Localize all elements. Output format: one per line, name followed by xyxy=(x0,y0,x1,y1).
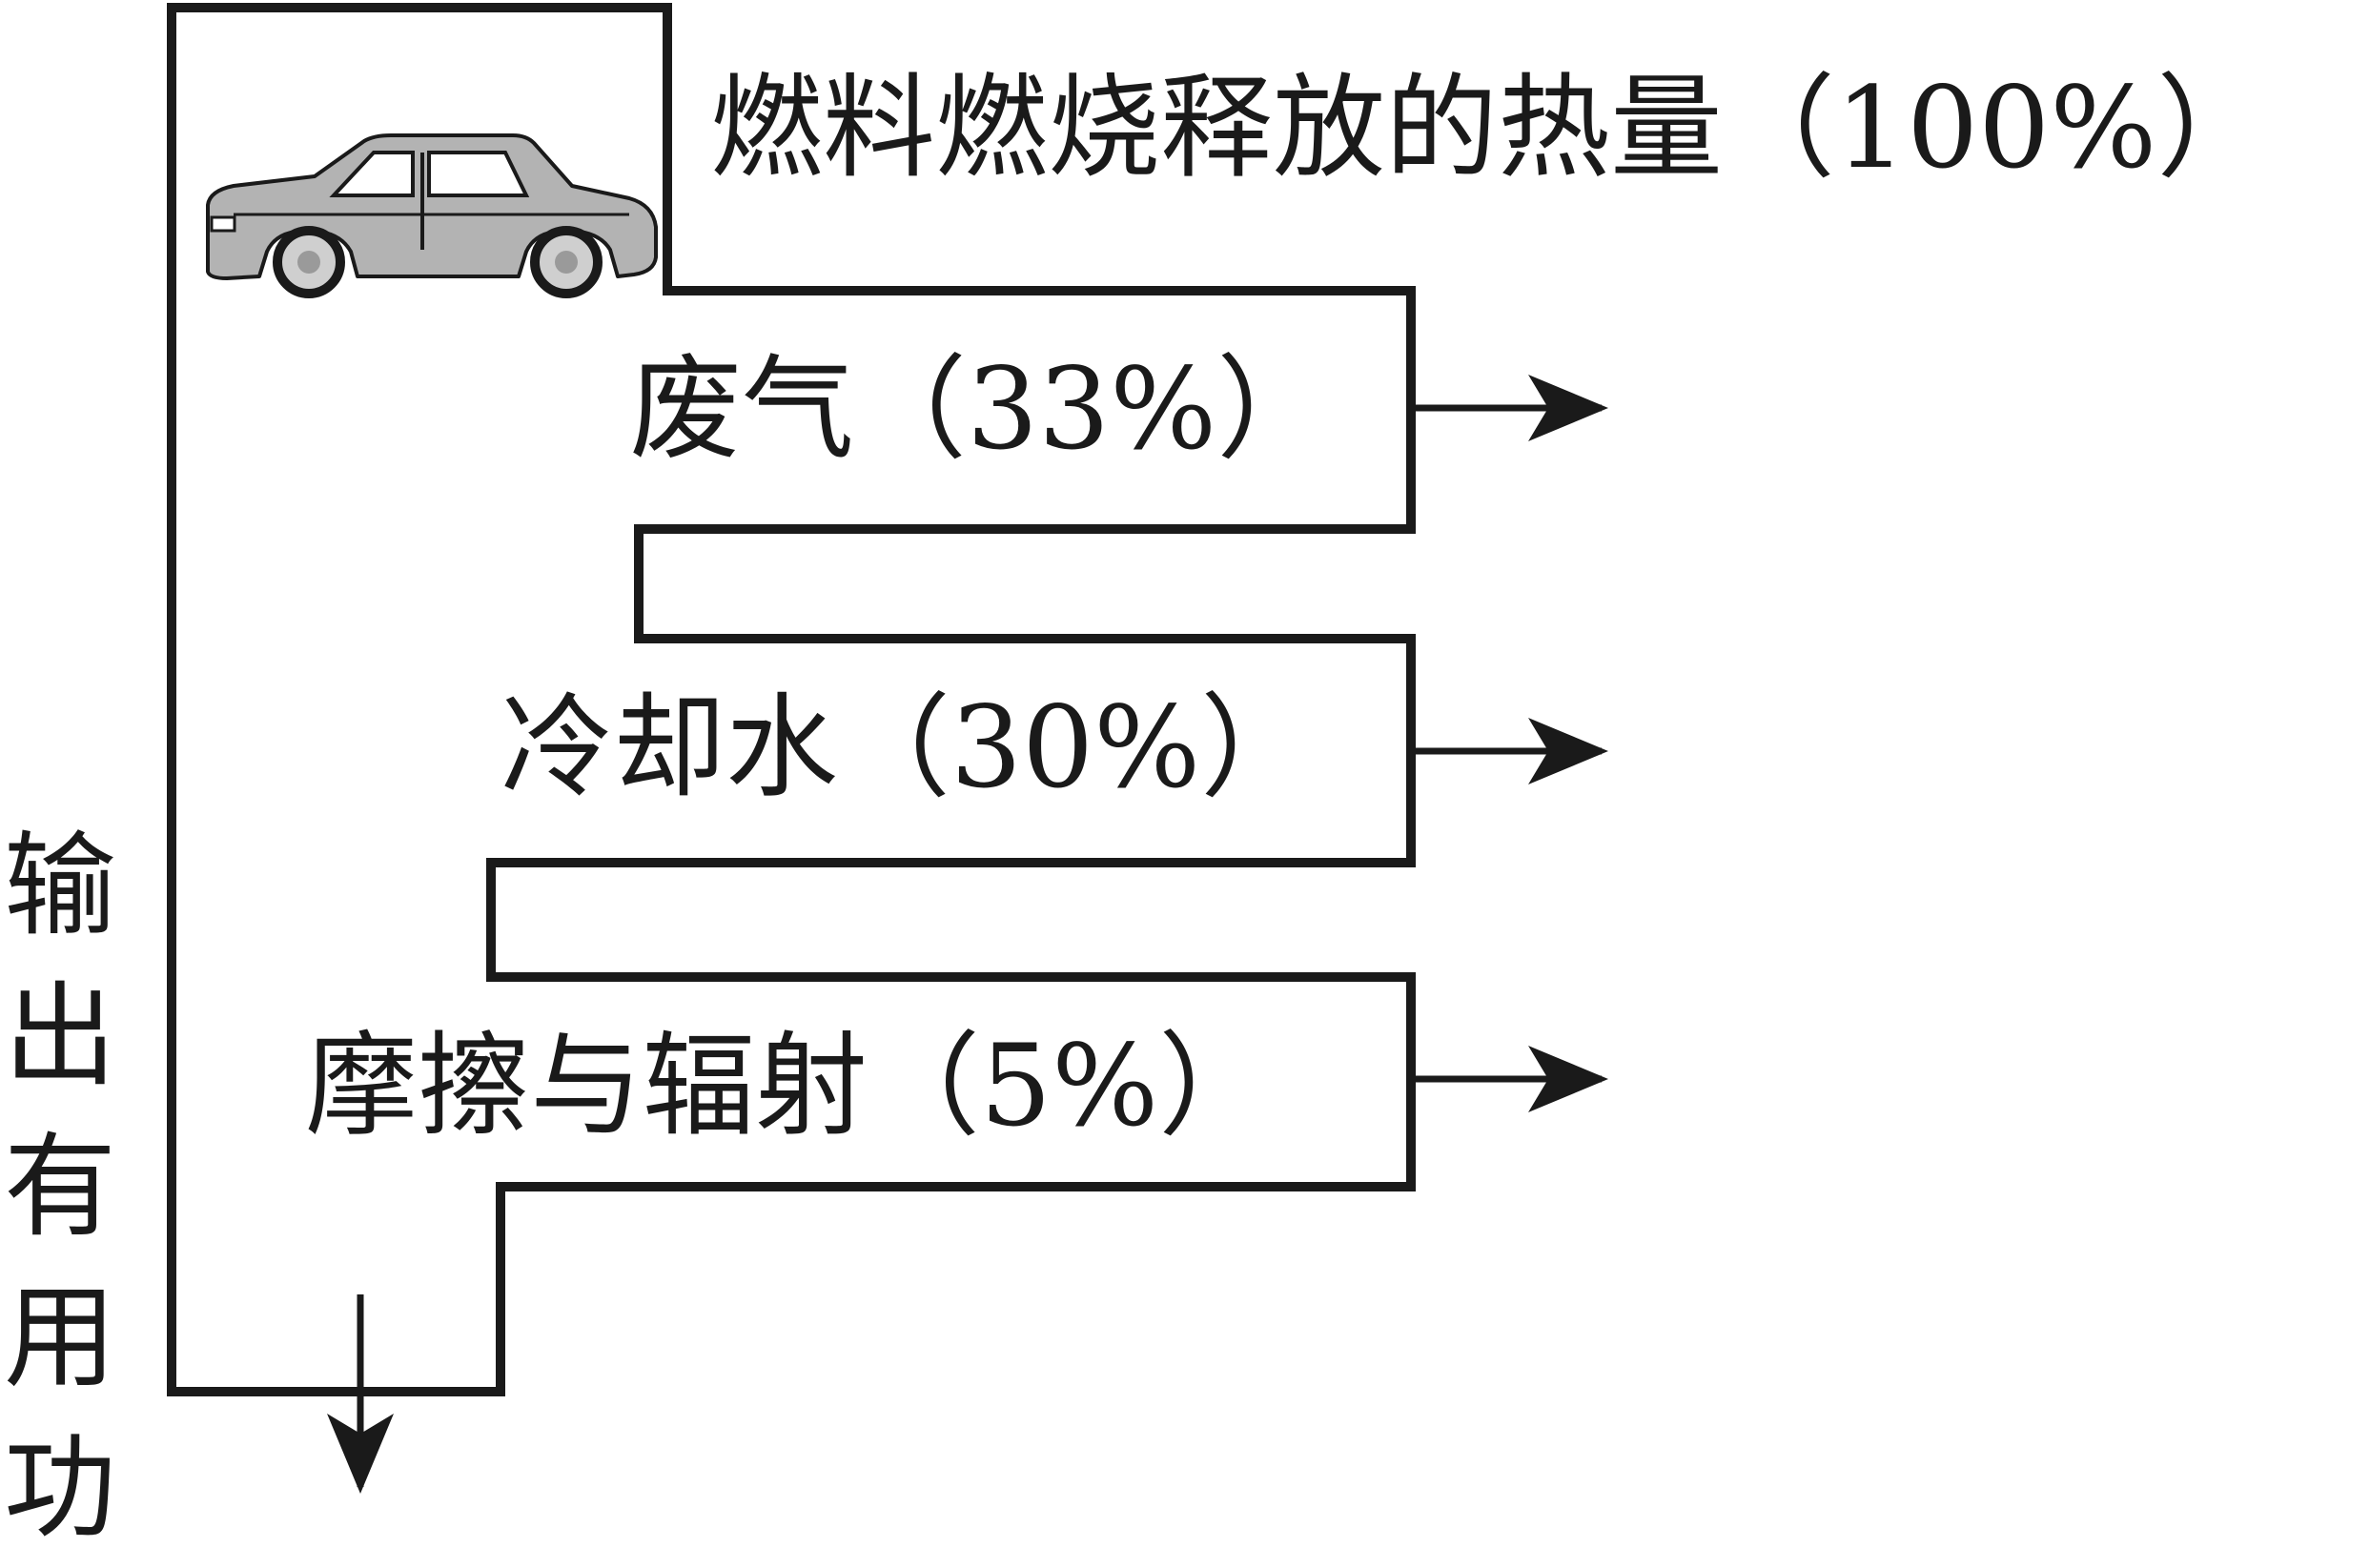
car-front-hub xyxy=(297,251,320,274)
useful-work-char: 出 xyxy=(4,970,116,1102)
exhaust-label: 废气（33%） xyxy=(629,343,1329,475)
car-icon xyxy=(206,133,658,298)
friction-radiation-label: 摩擦与辐射（5%） xyxy=(305,1020,1271,1151)
total-heat-label: 燃料燃烧释放的热量（100%） xyxy=(710,62,2269,193)
energy-flow-outline xyxy=(167,3,1416,1396)
useful-work-label: 输 出 有 用 功 xyxy=(4,820,116,1554)
useful-work-char: 输 xyxy=(4,820,116,951)
cooling-water-label: 冷却水（30%） xyxy=(501,682,1313,813)
car-rear-hub xyxy=(555,251,578,274)
useful-work-char: 功 xyxy=(4,1422,116,1554)
car-rear-window xyxy=(427,151,530,197)
useful-work-char: 用 xyxy=(4,1272,116,1403)
car-front-window xyxy=(329,151,415,197)
car-headlight xyxy=(210,215,236,233)
useful-work-char: 有 xyxy=(4,1121,116,1252)
